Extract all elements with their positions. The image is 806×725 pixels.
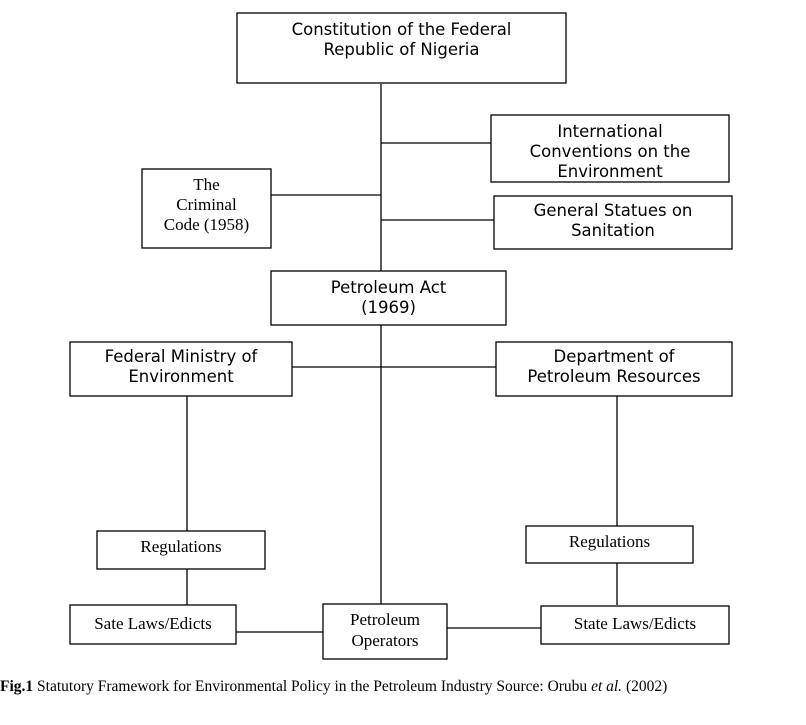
petroleum-operators-line-1: Petroleum (350, 610, 420, 629)
regulations-right-label: Regulations (569, 532, 650, 551)
constitution-line-2: Republic of Nigeria (324, 40, 480, 59)
constitution-line-1: Constitution of the Federal (292, 20, 512, 39)
node-federal-ministry: Federal Ministry of Environment (69, 341, 293, 397)
regulations-left-label: Regulations (140, 537, 221, 556)
criminal-code-line-1: The (193, 175, 219, 194)
petroleum-operators-line-2: Operators (351, 631, 418, 650)
criminal-code-line-2: Criminal (176, 195, 237, 214)
general-statutes-line-2: Sanitation (571, 221, 655, 240)
node-international-conventions: International Conventions on the Environ… (490, 114, 730, 183)
international-line-1: International (557, 122, 662, 141)
federal-ministry-line-1: Federal Ministry of (105, 347, 259, 366)
criminal-code-line-3: Code (1958) (164, 215, 249, 234)
node-petroleum-act: Petroleum Act (1969) (270, 270, 507, 326)
dpr-line-2: Petroleum Resources (527, 367, 700, 386)
framework-diagram: Constitution of the Federal Republic of … (69, 12, 733, 660)
caption-year: (2002) (622, 678, 668, 695)
node-state-laws-left: Sate Laws/Edicts (69, 604, 237, 645)
state-laws-right-label: State Laws/Edicts (574, 614, 696, 633)
international-line-2: Conventions on the (530, 142, 691, 161)
figure-caption: Fig.1 Statutory Framework for Environmen… (0, 678, 806, 696)
node-criminal-code: The Criminal Code (1958) (141, 168, 272, 249)
dpr-line-1: Department of (554, 347, 676, 366)
figure-label: Fig.1 (0, 678, 34, 695)
node-regulations-right: Regulations (525, 525, 694, 564)
state-laws-left-label: Sate Laws/Edicts (94, 614, 212, 633)
node-dpr: Department of Petroleum Resources (495, 341, 733, 397)
petroleum-act-line-1: Petroleum Act (331, 278, 447, 297)
petroleum-act-line-2: (1969) (361, 298, 416, 317)
connectors (186, 84, 618, 633)
caption-etal: et al. (591, 678, 623, 695)
node-constitution: Constitution of the Federal Republic of … (236, 12, 567, 84)
international-line-3: Environment (557, 162, 663, 181)
caption-text: Statutory Framework for Environmental Po… (33, 678, 592, 695)
general-statutes-line-1: General Statues on (534, 201, 693, 220)
node-petroleum-operators: Petroleum Operators (322, 603, 448, 660)
federal-ministry-line-2: Environment (128, 367, 234, 386)
node-general-statutes: General Statues on Sanitation (493, 195, 733, 250)
node-state-laws-right: State Laws/Edicts (540, 605, 730, 645)
node-regulations-left: Regulations (96, 530, 266, 570)
